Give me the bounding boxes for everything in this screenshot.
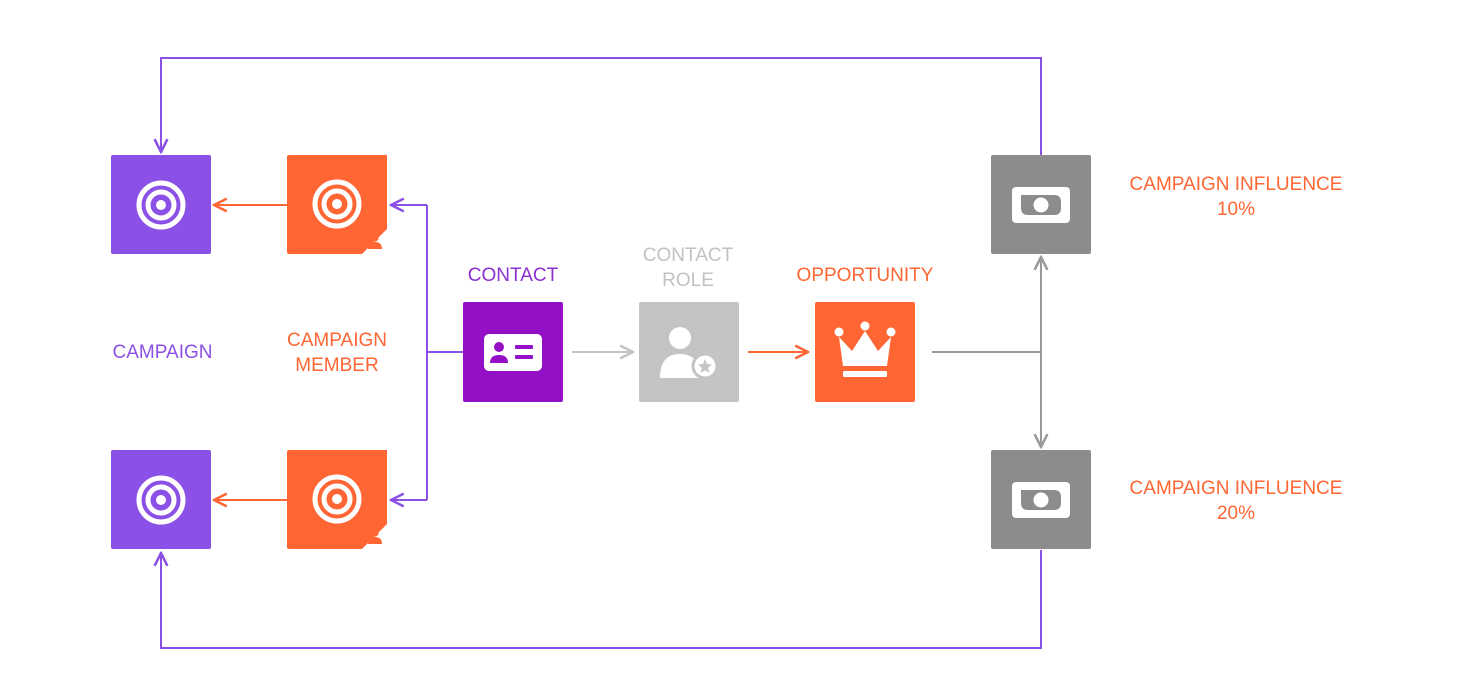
- contact-role-node: [639, 302, 739, 402]
- person-icon: [368, 234, 382, 249]
- campaign-influence-bottom-line2: 20%: [1216, 503, 1256, 524]
- person-icon: [368, 529, 382, 544]
- campaign-member-label-line2: MEMBER: [295, 355, 379, 376]
- target-icon: [315, 477, 359, 521]
- campaign-node-bottom: [111, 450, 211, 549]
- person-star-icon: [660, 327, 719, 380]
- campaign-label: CAMPAIGN: [90, 340, 235, 365]
- crown-icon: [834, 321, 896, 377]
- campaign-influence-bottom-line1: CAMPAIGN INFLUENCE: [1129, 478, 1343, 499]
- campaign-influence-top-line2: 10%: [1216, 199, 1256, 220]
- campaign-member-node-top: [287, 155, 387, 254]
- opportunity-label: OPPORTUNITY: [770, 263, 960, 288]
- money-icon: [1012, 187, 1070, 223]
- contact-role-label: CONTACT ROLE: [613, 243, 763, 293]
- bottom-loop-connector: [161, 550, 1042, 649]
- campaign-influence-label-top: CAMPAIGN INFLUENCE 10%: [1100, 172, 1372, 222]
- campaign-member-label: CAMPAIGN MEMBER: [262, 328, 412, 378]
- contact-node: [463, 302, 563, 402]
- campaign-influence-label-bottom: CAMPAIGN INFLUENCE 20%: [1100, 476, 1372, 526]
- opportunity-label-text: OPPORTUNITY: [796, 265, 934, 286]
- campaign-member-node-bottom: [287, 450, 387, 549]
- campaign-influence-node-bottom: [991, 450, 1091, 549]
- contact-label-text: CONTACT: [467, 265, 559, 286]
- campaign-node-top: [111, 155, 211, 254]
- contact-role-label-line2: ROLE: [662, 270, 714, 291]
- campaign-label-text: CAMPAIGN: [112, 342, 213, 363]
- contact-label: CONTACT: [438, 263, 588, 288]
- campaign-influence-top-line1: CAMPAIGN INFLUENCE: [1129, 174, 1343, 195]
- opportunity-node: [815, 302, 915, 402]
- target-icon: [315, 182, 359, 226]
- money-icon: [1012, 482, 1070, 518]
- target-icon: [139, 183, 183, 227]
- target-icon: [139, 478, 183, 522]
- contact-card-icon: [484, 334, 542, 371]
- top-loop-connector: [161, 57, 1042, 155]
- contact-role-label-line1: CONTACT: [642, 245, 734, 266]
- campaign-influence-node-top: [991, 155, 1091, 254]
- campaign-member-label-line1: CAMPAIGN: [287, 330, 387, 351]
